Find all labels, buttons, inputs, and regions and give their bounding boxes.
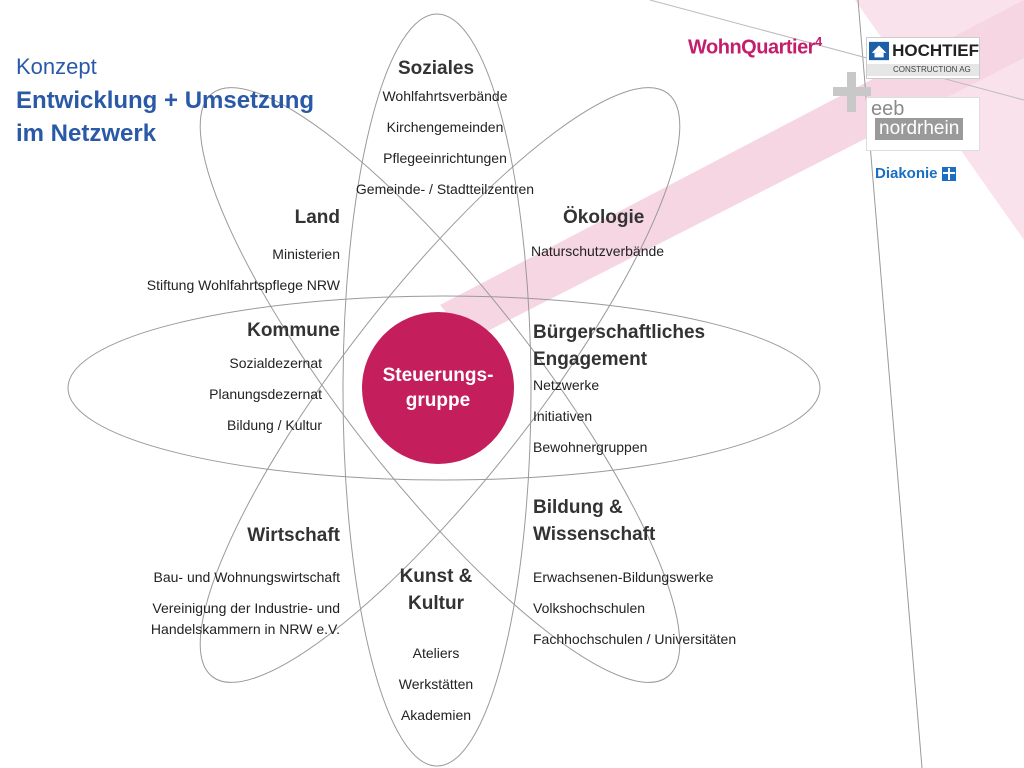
soziales-item: Pflegeeinrichtungen bbox=[383, 150, 507, 166]
wohnquartier-logo-text: WohnQuartier bbox=[688, 36, 815, 59]
orbit-horizontal bbox=[67, 295, 821, 481]
wirtschaft-heading: Wirtschaft bbox=[247, 525, 340, 546]
kunst-item: Ateliers bbox=[412, 645, 460, 661]
land-item: Stiftung Wohlfahrtspflege NRW bbox=[146, 277, 340, 293]
hochtief-house-icon bbox=[869, 41, 890, 61]
kunst-item: Werkstätten bbox=[398, 676, 474, 692]
center-label-line-1: Steuerungs- bbox=[382, 365, 494, 386]
kunst-heading-line-2: Kultur bbox=[408, 593, 464, 614]
top-divider-line bbox=[649, 0, 1024, 101]
oekologie-item: Naturschutzverbände bbox=[531, 243, 665, 259]
orbit-diagonal-b bbox=[199, 87, 681, 683]
center-label: Steuerungs- gruppe bbox=[362, 312, 514, 464]
bildung-item: Erwachsenen-Bildungswerke bbox=[533, 569, 714, 585]
soziales-item: Gemeinde- / Stadtteilzentren bbox=[355, 181, 535, 197]
nordrhein-text: nordrhein bbox=[875, 118, 964, 140]
bildung-item: Fachhochschulen / Universitäten bbox=[533, 631, 737, 647]
hochtief-subtitle: CONSTRUCTION AG bbox=[867, 64, 979, 76]
oekologie-heading: Ökologie bbox=[563, 207, 645, 228]
wirtschaft-item: Bau- und Wohnungswirtschaft bbox=[153, 569, 340, 585]
orbit-diagonal-a bbox=[199, 87, 681, 683]
soziales-item: Wohlfahrtsverbände bbox=[382, 88, 508, 104]
diakonie-text: Diakonie bbox=[875, 165, 938, 182]
kunst-item: Akademien bbox=[400, 707, 472, 723]
land-item: Ministerien bbox=[272, 246, 340, 262]
kommune-item: Bildung / Kultur bbox=[227, 417, 322, 433]
center-circle bbox=[362, 312, 514, 464]
buerger-item: Initiativen bbox=[533, 408, 593, 424]
kunst-heading-line-1: Kunst & bbox=[399, 566, 473, 587]
title-line-3: im Netzwerk bbox=[16, 120, 157, 147]
pink-band bbox=[440, 0, 1024, 340]
title-line-1: Konzept bbox=[16, 54, 97, 79]
title-line-2: Entwicklung + Umsetzung bbox=[16, 87, 315, 114]
wohnquartier-logo: WohnQuartier4 bbox=[688, 34, 822, 60]
kommune-item: Planungsdezernat bbox=[209, 386, 322, 402]
buerger-heading-line-2: Engagement bbox=[533, 349, 648, 370]
diakonie-cross-icon bbox=[941, 166, 956, 181]
eeb-nordrhein-logo: eeb nordrhein bbox=[866, 97, 980, 151]
kommune-heading: Kommune bbox=[247, 320, 340, 341]
wirtschaft-item: Vereinigung der Industrie- und bbox=[152, 600, 340, 616]
plus-sign-v bbox=[847, 72, 856, 112]
bildung-item: Volkshochschulen bbox=[533, 600, 646, 616]
wirtschaft-item: Handelskammern in NRW e.V. bbox=[150, 621, 340, 637]
kommune-item: Sozialdezernat bbox=[229, 355, 322, 371]
buerger-heading-line-1: Bürgerschaftliches bbox=[533, 322, 706, 343]
center-label-line-2: gruppe bbox=[405, 390, 471, 411]
wohnquartier-logo-number: 4 bbox=[814, 34, 822, 49]
hochtief-logo: HOCHTIEF CONSTRUCTION AG bbox=[866, 37, 980, 79]
bildung-heading-line-1: Bildung & bbox=[533, 497, 623, 518]
land-heading: Land bbox=[294, 207, 340, 228]
hochtief-name: HOCHTIEF bbox=[892, 41, 979, 60]
eeb-text: eeb bbox=[871, 98, 905, 120]
buerger-item: Netzwerke bbox=[533, 377, 600, 393]
buerger-item: Bewohnergruppen bbox=[533, 439, 648, 455]
soziales-item: Kirchengemeinden bbox=[386, 119, 504, 135]
orbit-vertical bbox=[342, 13, 532, 767]
bildung-heading-line-2: Wissenschaft bbox=[533, 524, 656, 545]
diakonie-logo: Diakonie bbox=[875, 165, 956, 182]
soziales-heading: Soziales bbox=[397, 58, 475, 79]
